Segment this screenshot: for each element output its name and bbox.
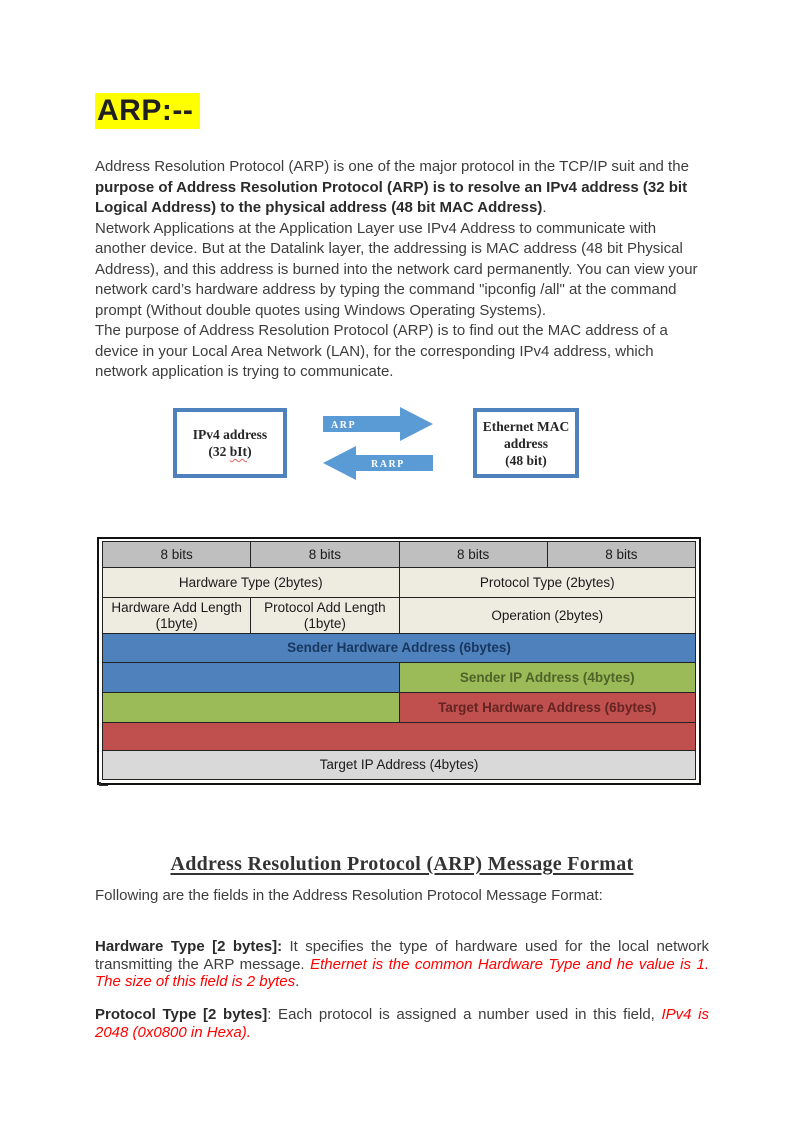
table-corner-artifact-mark — [99, 782, 108, 786]
ipv4-box-line2-word: bIt — [229, 444, 248, 459]
cell-hardware-add-length: Hardware Add Length (1byte) — [101, 597, 252, 634]
section-heading-text: Address Resolution Protocol (ARP) Messag… — [170, 853, 634, 875]
cell-target-hardware-continued — [102, 722, 696, 751]
table-row-types: Hardware Type (2bytes) Protocol Type (2b… — [102, 567, 696, 598]
rarp-reverse-arrow-label: RARP — [371, 459, 405, 470]
section-intro-line: Following are the fields in the Address … — [95, 887, 603, 904]
protocol-type-paragraph: Protocol Type [2 bytes]: Each protocol i… — [95, 1006, 709, 1041]
intro-paragraph-3: The purpose of Address Resolution Protoc… — [95, 322, 668, 380]
table-row-target-hardware-continued — [102, 722, 696, 751]
arp-message-format-table-frame: 8 bits 8 bits 8 bits 8 bits Hardware Typ… — [97, 537, 701, 785]
protocol-type-description: : Each protocol is assigned a number use… — [267, 1006, 662, 1023]
hardware-type-tail: . — [295, 973, 300, 990]
table-row-target-ip: Target IP Address (4bytes) — [102, 750, 696, 780]
intro-text-block: Address Resolution Protocol (ARP) is one… — [95, 157, 709, 383]
header-cell-8bits-4: 8 bits — [546, 541, 697, 568]
hardware-type-description: It specifies the type of hardware used f… — [95, 938, 709, 973]
cell-protocol-type: Protocol Type (2bytes) — [398, 567, 696, 598]
mac-box-line3: (48 bit) — [505, 452, 547, 468]
mac-box-line1: Ethernet MAC — [482, 418, 570, 434]
cell-target-hardware-address: Target Hardware Address (6bytes) — [398, 692, 696, 723]
intro-p1-end: . — [542, 199, 547, 216]
table-row-lengths-operation: Hardware Add Length (1byte) Protocol Add… — [101, 597, 696, 634]
table-row-bits-header: 8 bits 8 bits 8 bits 8 bits — [101, 541, 697, 568]
table-row-sender-hardware: Sender Hardware Address (6bytes) — [102, 633, 696, 663]
ipv4-address-box: IPv4 address (32 bIt) — [173, 408, 287, 478]
arp-forward-arrow: ARP — [323, 407, 433, 441]
protocol-type-red-note: IPv4 is 2048 (0x0800 in Hexa). — [95, 1006, 710, 1041]
intro-paragraph-1: Address Resolution Protocol (ARP) is one… — [95, 157, 709, 219]
ipv4-box-line1: IPv4 address — [192, 427, 268, 442]
cell-operation: Operation (2bytes) — [398, 597, 696, 634]
intro-p1-bold: purpose of Address Resolution Protocol (… — [95, 178, 688, 217]
table-row-sender-ip: Sender IP Address (4bytes) — [102, 662, 696, 693]
ipv4-address-box-text: IPv4 address (32 bIt) — [193, 426, 267, 460]
section-heading: Address Resolution Protocol (ARP) Messag… — [95, 853, 709, 876]
cell-protocol-add-length: Protocol Add Length (1byte) — [250, 597, 400, 634]
page-title: ARP:-- — [95, 93, 201, 129]
arp-forward-arrow-shape — [323, 407, 433, 441]
cell-sender-hardware-continued — [102, 662, 400, 693]
ethernet-mac-box: Ethernet MAC address (48 bit) — [473, 408, 579, 478]
cell-hardware-type: Hardware Type (2bytes) — [102, 567, 400, 598]
header-cell-8bits-1: 8 bits — [101, 541, 252, 568]
hardware-type-red-note: Ethernet is the common Hardware Type and… — [95, 955, 709, 991]
rarp-reverse-arrow-shape — [323, 446, 433, 480]
ipv4-box-line2-suffix: ) — [247, 444, 252, 459]
cell-sender-hardware-address: Sender Hardware Address (6bytes) — [102, 633, 696, 663]
protocol-type-label: Protocol Type [2 bytes] — [95, 1006, 268, 1023]
ipv4-box-line2-prefix: (32 — [208, 444, 230, 459]
header-cell-8bits-2: 8 bits — [250, 541, 400, 568]
ethernet-mac-box-text: Ethernet MAC address (48 bit) — [483, 418, 570, 469]
page-title-highlight: ARP:-- — [95, 93, 201, 129]
cell-sender-ip-address: Sender IP Address (4bytes) — [398, 662, 696, 693]
arp-message-format-table: 8 bits 8 bits 8 bits 8 bits Hardware Typ… — [101, 541, 697, 780]
cell-target-ip-address: Target IP Address (4bytes) — [102, 750, 696, 780]
arp-forward-arrow-label: ARP — [331, 420, 356, 431]
table-row-target-hardware: Target Hardware Address (6bytes) — [102, 692, 696, 723]
header-cell-8bits-3: 8 bits — [398, 541, 548, 568]
intro-paragraph-2: Network Applications at the Application … — [95, 219, 698, 319]
cell-sender-ip-continued — [102, 692, 400, 723]
mac-box-line2: address — [503, 435, 548, 451]
hardware-type-paragraph: Hardware Type [2 bytes]: It specifies th… — [95, 938, 709, 991]
intro-p1-start: Address Resolution Protocol (ARP) is one… — [95, 158, 689, 175]
rarp-reverse-arrow: RARP — [323, 446, 433, 480]
hardware-type-label: Hardware Type [2 bytes]: — [95, 938, 283, 955]
